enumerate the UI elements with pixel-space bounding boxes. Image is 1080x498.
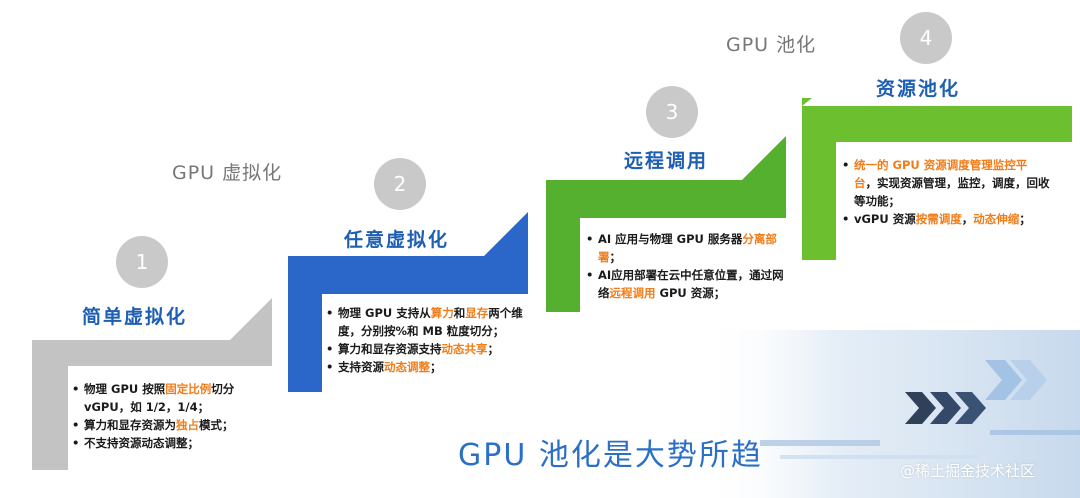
bullet-text: ； (1019, 212, 1031, 226)
stage-2-title: 任意虚拟化 (344, 229, 450, 251)
highlighted-text: 固定比例 (165, 382, 212, 396)
bullet-text: ，实现资源管理，监控，调度，回收等功能； (854, 176, 1050, 208)
bullet-text: ， (961, 212, 974, 226)
bullet-text: ； (609, 250, 622, 264)
conclusion-title: GPU 池化是大势所趋 (458, 438, 763, 473)
bullet-text: GPU 资源； (655, 286, 726, 300)
step-3-shape (546, 136, 786, 312)
bullet-item: AI应用部署在云中任意位置，通过网络远程调用 GPU 资源； (586, 266, 786, 302)
bullet-item: 物理 GPU 按照固定比例切分 vGPU，如 1/2，1/4； (72, 380, 272, 416)
bullet-text: 两个维度，分别按%和 MB 粒度切分； (338, 306, 523, 338)
stage-2-number-badge: 2 (374, 158, 426, 210)
bullet-item: 算力和显存资源为独占模式； (72, 416, 272, 434)
bullet-text: AI应用部署在云中任意位置，通过网络 (598, 268, 784, 300)
bullet-text: vGPU 资源 (854, 212, 916, 226)
step-1-shape (32, 298, 272, 470)
bullet-text: 切分 vGPU，如 1/2，1/4； (84, 382, 235, 414)
step-2-shape (288, 212, 528, 392)
highlighted-text: 分离部署 (598, 232, 777, 264)
group-label-virtualization: GPU 虚拟化 (172, 162, 283, 184)
bullet-text: 模式； (199, 418, 234, 432)
highlighted-text: 按需调度 (915, 212, 962, 226)
stage-4-number-badge: 4 (900, 12, 952, 64)
stage-3-bullets: AI 应用与物理 GPU 服务器分离部署；AI应用部署在云中任意位置，通过网络远… (586, 230, 786, 302)
highlighted-text: 独占 (176, 418, 199, 432)
stage-3-title: 远程调用 (624, 150, 709, 172)
highlighted-text: 动态伸缩 (973, 212, 1020, 226)
stage-3-number-badge: 3 (646, 86, 698, 138)
highlighted-text: 显存 (465, 306, 489, 320)
tech-background (700, 330, 1080, 498)
stage-4-title: 资源池化 (876, 78, 961, 100)
highlighted-text: 远程调用 (609, 286, 656, 300)
bullet-item: 算力和显存资源支持动态共享； (326, 340, 532, 358)
bullet-text: AI 应用与物理 GPU 服务器 (598, 232, 743, 246)
highlighted-text: 动态共享 (441, 342, 488, 356)
stage-1-number-badge: 1 (116, 236, 168, 288)
stage-1-bullets: 物理 GPU 按照固定比例切分 vGPU，如 1/2，1/4；算力和显存资源为独… (72, 380, 272, 452)
bullet-text: ； (430, 360, 442, 374)
bullet-text: 算力和显存资源为 (84, 418, 176, 432)
bullet-item: 不支持资源动态调整； (72, 434, 272, 452)
bullet-text: 支持资源 (338, 360, 384, 374)
bullet-item: 统一的 GPU 资源调度管理监控平台，实现资源管理，监控，调度，回收等功能； (842, 156, 1050, 210)
bullet-text: 和 (453, 306, 466, 320)
stage-2-bullets: 物理 GPU 支持从算力和显存两个维度，分别按%和 MB 粒度切分；算力和显存资… (326, 304, 532, 376)
highlighted-text: 算力 (430, 306, 454, 320)
bullet-item: vGPU 资源按需调度，动态伸缩； (842, 210, 1050, 228)
stage-4-bullets: 统一的 GPU 资源调度管理监控平台，实现资源管理，监控，调度，回收等功能；vG… (842, 156, 1050, 228)
bullet-text: 物理 GPU 按照 (84, 382, 166, 396)
group-label-pooling: GPU 池化 (726, 34, 817, 56)
bullet-text: ； (487, 342, 500, 356)
bullet-item: 支持资源动态调整； (326, 358, 532, 376)
highlighted-text: 动态调整 (384, 360, 430, 374)
bullet-item: 物理 GPU 支持从算力和显存两个维度，分别按%和 MB 粒度切分； (326, 304, 532, 340)
watermark: @稀土掘金技术社区 (900, 462, 1036, 480)
bullet-text: 不支持资源动态调整； (84, 436, 199, 450)
bullet-item: AI 应用与物理 GPU 服务器分离部署； (586, 230, 786, 266)
bullet-text: 物理 GPU 支持从 (338, 306, 431, 320)
step-4-shape (802, 98, 1072, 260)
bullet-text: 算力和显存资源支持 (338, 342, 442, 356)
arrow-decoration (760, 360, 1080, 459)
stage-1-title: 简单虚拟化 (82, 306, 188, 328)
highlighted-text: 统一的 GPU 资源调度管理监控平台 (854, 158, 1028, 190)
